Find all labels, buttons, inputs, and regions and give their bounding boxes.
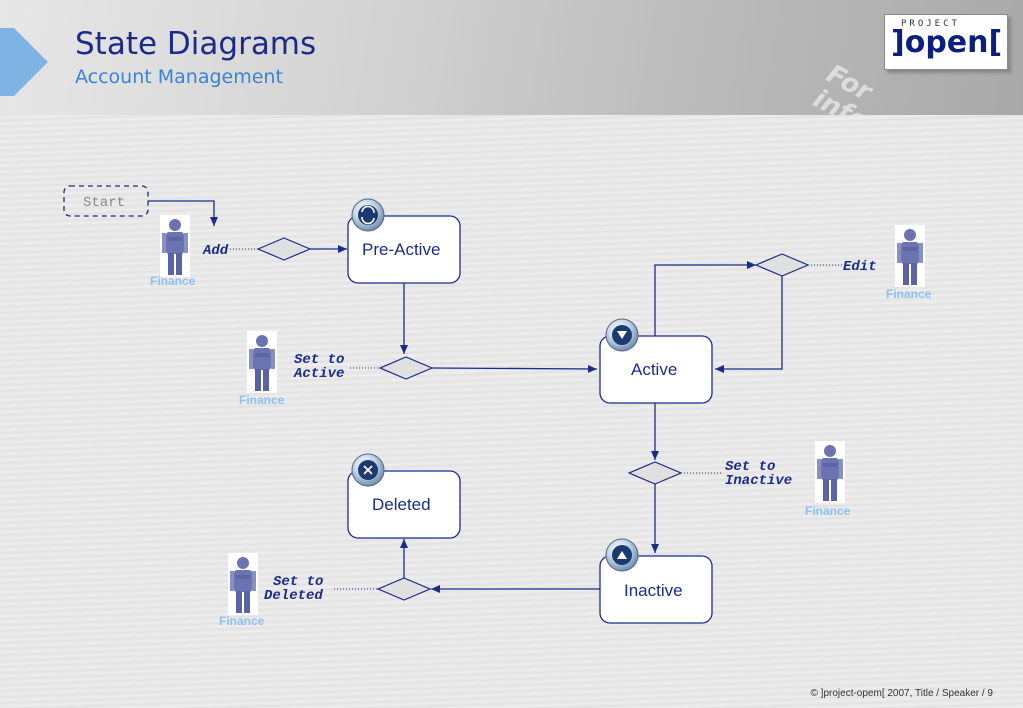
start-label: Start <box>83 195 125 211</box>
state-deleted-label: Deleted <box>372 495 431 514</box>
slide-subtitle: Account Management <box>75 66 283 88</box>
state-active-label: Active <box>631 360 677 379</box>
set-active-label-2: Active <box>293 366 344 382</box>
project-open-logo: PROJECT ]open[ <box>884 14 1008 70</box>
set-deleted-label-2: Deleted <box>264 588 323 604</box>
finance-person-icon <box>815 441 845 503</box>
finance-person-icon <box>228 553 258 615</box>
state-active <box>599 335 713 404</box>
edit-transition-label: Edit <box>843 259 877 275</box>
set-deleted-label-1: Set to <box>273 574 323 590</box>
set-active-decision <box>378 356 434 380</box>
add-decision <box>256 237 312 261</box>
header-tab-arrow <box>14 28 48 96</box>
logo-top-text: PROJECT <box>901 19 960 29</box>
state-preactive-label: Pre-Active <box>362 240 440 259</box>
set-inactive-decision <box>627 461 683 485</box>
set-inactive-label-1: Set to <box>725 459 775 475</box>
diagram-canvas <box>0 115 1023 708</box>
finance-person-icon <box>160 215 190 277</box>
state-deleted <box>347 470 461 539</box>
add-transition-label: Add <box>202 243 229 259</box>
slide-header: State Diagrams Account Management PROJEC… <box>0 0 1023 191</box>
finance-person-icon <box>895 225 925 287</box>
set-active-edge <box>431 364 598 373</box>
set-inactive-label-2: Inactive <box>725 473 792 489</box>
finance-role-label: Finance <box>886 287 932 301</box>
set-deleted-decision <box>376 577 432 601</box>
finance-person-icon <box>247 331 277 393</box>
up-glyph-icon <box>617 551 627 559</box>
start-edge <box>148 200 218 226</box>
edit-edge-back <box>715 276 783 373</box>
x-glyph-icon <box>363 465 373 475</box>
set-active-label-1: Set to <box>294 352 344 368</box>
down-glyph-icon <box>617 331 627 339</box>
refresh-glyph-icon <box>361 205 375 225</box>
finance-role-label: Finance <box>239 393 285 407</box>
refresh-icon <box>358 205 378 225</box>
edit-edge-out <box>654 261 756 336</box>
finance-role-label: Finance <box>219 614 265 628</box>
finance-role-label: Finance <box>150 274 196 288</box>
logo-main-text: ]open[ <box>891 25 1003 60</box>
edit-decision <box>754 253 810 277</box>
finance-role-label: Finance <box>805 504 851 518</box>
header-tab-bar <box>0 28 14 96</box>
slide-title: State Diagrams <box>75 26 317 62</box>
state-inactive-label: Inactive <box>624 581 683 600</box>
footer-copyright: © ]project-opem[ 2007, Title / Speaker /… <box>810 688 993 699</box>
